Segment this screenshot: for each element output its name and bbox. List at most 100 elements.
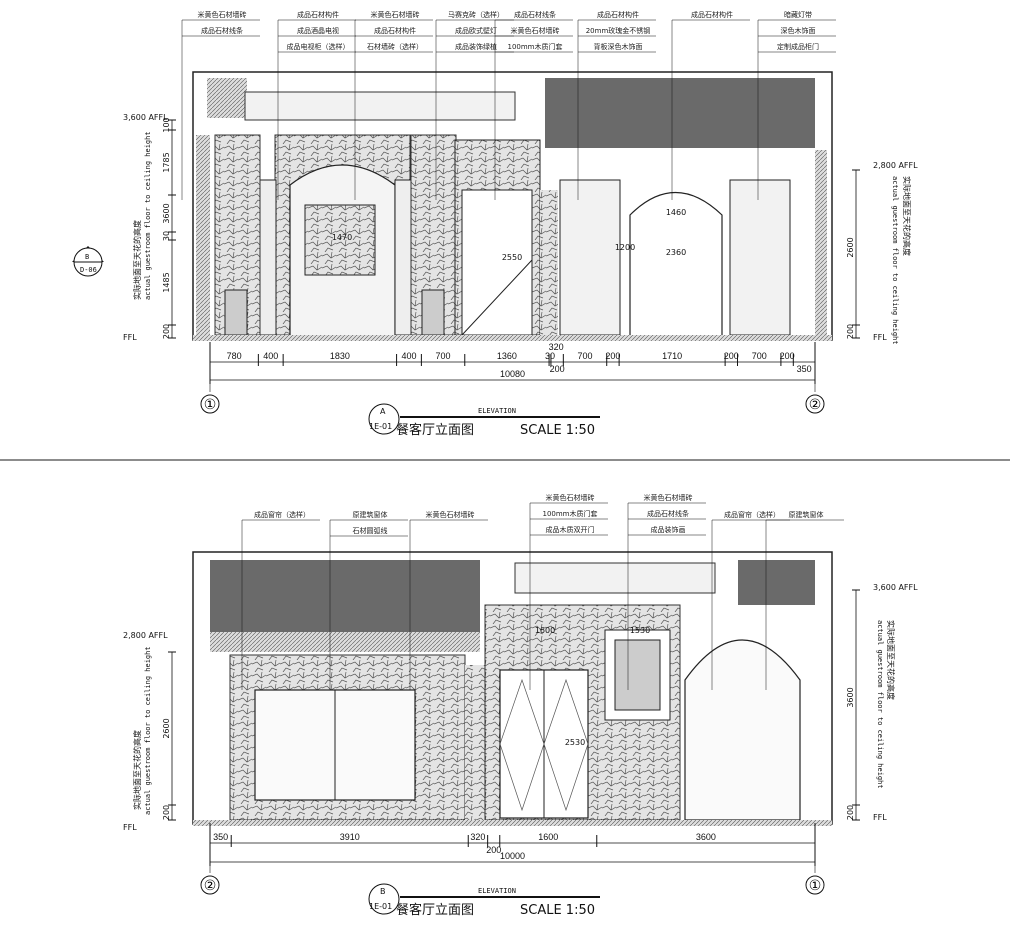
sub-dimension-label: 320 bbox=[549, 342, 564, 352]
material-callout: 成品欧式壁灯 bbox=[455, 26, 497, 35]
inner-dimension: 2550 bbox=[502, 253, 522, 262]
section-marker: B D-06 bbox=[72, 246, 104, 277]
material-callout: 成品电视柜（选样） bbox=[287, 42, 350, 51]
height-note-en-right: actual guestroom floor to ceiling height bbox=[891, 176, 899, 345]
material-callout: 米黄色石材墙砖 bbox=[546, 493, 595, 502]
grid-label: ① bbox=[809, 878, 822, 894]
elevation-b-scale: SCALE 1:50 bbox=[520, 903, 595, 918]
material-callout: 暗藏灯带 bbox=[784, 10, 812, 19]
dimension-label: 200 bbox=[605, 351, 620, 361]
material-callout: 米黄色石材墙砖 bbox=[371, 10, 420, 19]
material-callout: 米黄色石材墙砖 bbox=[426, 510, 475, 519]
dimension-label: 200 bbox=[780, 351, 795, 361]
material-callout: 原建筑窗体 bbox=[353, 510, 388, 519]
ffl-left: FFL bbox=[123, 333, 137, 342]
material-callout: 米黄色石材墙砖 bbox=[198, 10, 247, 19]
vertical-dimension-label: 100 bbox=[162, 117, 171, 132]
material-callout: 成品酒晶电视 bbox=[297, 26, 339, 35]
elevation-b-title: 餐客厅立面图 bbox=[396, 902, 474, 918]
bubble-letter: A bbox=[380, 407, 386, 416]
material-callout: 100mm木质门套 bbox=[543, 509, 598, 518]
vertical-dimension-label: 200 bbox=[846, 324, 855, 339]
grid-bubble bbox=[200, 394, 220, 414]
vertical-dimension-label: 2600 bbox=[162, 718, 171, 738]
right-level: 3,600 AFFL bbox=[873, 583, 918, 592]
material-callout: 成品木质双开门 bbox=[546, 525, 595, 534]
elevation-a-scale: SCALE 1:50 bbox=[520, 423, 595, 438]
dimension-label: 320 bbox=[470, 832, 485, 842]
plant-pot-right bbox=[421, 289, 445, 336]
height-note-en-right: actual guestroom floor to ceiling height bbox=[876, 620, 884, 789]
vertical-dimension-label: 1785 bbox=[162, 152, 171, 172]
elevation-a-title: 餐客厅立面图 bbox=[396, 422, 474, 438]
vertical-dimension-label: 2600 bbox=[846, 237, 855, 257]
material-callout: 成品石材构件 bbox=[374, 26, 416, 35]
inner-dimension: 1600 bbox=[535, 626, 555, 635]
material-callout: 成品石材构件 bbox=[691, 10, 733, 19]
vertical-dimension-label: 3600 bbox=[162, 203, 171, 223]
vertical-dimension-label: 200 bbox=[846, 805, 855, 820]
dimension-label: 700 bbox=[578, 351, 593, 361]
dimension-label: 3910 bbox=[340, 832, 360, 842]
material-callout: 定制成品柜门 bbox=[777, 42, 819, 51]
dimension-label: 30 bbox=[545, 351, 555, 361]
dimension-label: 200 bbox=[486, 845, 501, 855]
dimension-label: 1360 bbox=[497, 351, 517, 361]
ceiling-void-right bbox=[738, 560, 815, 605]
dimension-label: 400 bbox=[401, 351, 416, 361]
material-callout: 原建筑窗体 bbox=[789, 510, 824, 519]
dimension-label: 350 bbox=[797, 364, 812, 374]
section-letter: B bbox=[85, 253, 89, 261]
inner-dimension: 1530 bbox=[630, 626, 650, 635]
soffit-hatch bbox=[210, 632, 480, 652]
material-callout: 100mm木质门套 bbox=[508, 42, 563, 51]
inner-dimension: 1200 bbox=[615, 243, 635, 252]
floor-base bbox=[193, 335, 832, 341]
height-note-cn: 实际地面至天花的高度 bbox=[132, 730, 142, 810]
grid-bubble bbox=[200, 875, 220, 895]
grid-bubble bbox=[805, 394, 825, 414]
inner-dimension: 1470 bbox=[332, 233, 352, 242]
material-callout: 成品窗帘（选样） bbox=[724, 510, 780, 519]
height-note-cn: 实际地面至天花的高度 bbox=[132, 220, 142, 300]
height-note-cn-right: 实际地面至天花的高度 bbox=[886, 620, 896, 700]
left-level: 3,600 AFFL bbox=[123, 113, 168, 122]
stone-pillar bbox=[465, 665, 485, 820]
bubble-sheet: 1E-01 bbox=[369, 902, 392, 911]
dimension-label: 1710 bbox=[662, 351, 682, 361]
elevation-b-caption: ELEVATION bbox=[478, 887, 516, 895]
wine-cabinet-left bbox=[559, 179, 621, 336]
dimension-label: 700 bbox=[436, 351, 451, 361]
dimension-label: 700 bbox=[752, 351, 767, 361]
height-note-en: actual guestroom floor to ceiling height bbox=[144, 131, 152, 300]
right-pillar bbox=[394, 179, 412, 336]
material-callout: 深色木饰面 bbox=[781, 26, 816, 35]
material-callout: 成品装饰绿植 bbox=[455, 42, 497, 51]
ceiling-void-left bbox=[210, 560, 480, 632]
grid-label: ① bbox=[204, 397, 217, 413]
dining-arch bbox=[629, 192, 723, 335]
material-callout: 石材墙砖（选样） bbox=[367, 42, 423, 51]
left-pillar bbox=[259, 179, 277, 336]
door-leaf bbox=[461, 189, 533, 336]
vertical-dimension-label: 200 bbox=[162, 805, 171, 820]
ffl-left: FFL bbox=[123, 823, 137, 832]
ffl-right: FFL bbox=[873, 813, 887, 822]
dimension-label: 1600 bbox=[538, 832, 558, 842]
material-callout: 米黄色石材墙砖 bbox=[644, 493, 693, 502]
section-sheet: D-06 bbox=[80, 266, 97, 274]
height-note-cn-right: 实际地面至天花的高度 bbox=[902, 176, 912, 256]
material-callout: 石材圆弧线 bbox=[353, 526, 388, 535]
vertical-dimension-label: 1485 bbox=[162, 272, 171, 292]
material-callout: 成品石材线条 bbox=[201, 26, 243, 35]
material-callout: 20mm玫瑰金不锈钢 bbox=[586, 26, 651, 35]
arched-window bbox=[684, 639, 801, 821]
dimension-label: 780 bbox=[227, 351, 242, 361]
ceiling-void-left bbox=[207, 78, 247, 118]
dimension-label: 200 bbox=[550, 364, 565, 374]
elevation-a-caption: ELEVATION bbox=[478, 407, 516, 415]
total-dimension: 10080 bbox=[500, 369, 525, 379]
vertical-dimension-label: 200 bbox=[162, 324, 171, 339]
